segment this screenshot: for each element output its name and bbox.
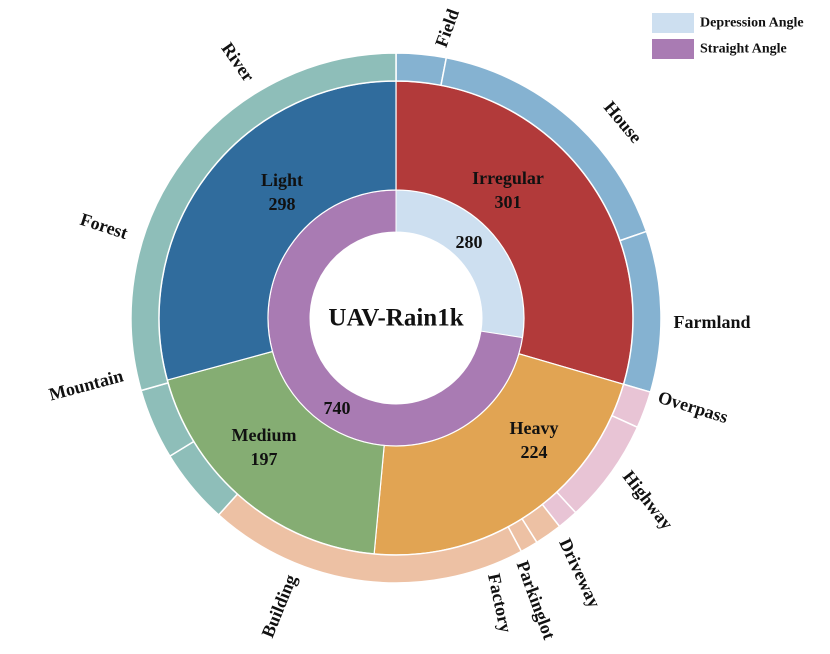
- outer-label-factory: Factory: [484, 572, 516, 635]
- middle-value-heavy: 224: [521, 442, 548, 462]
- legend-swatch-straight-angle: [652, 39, 694, 59]
- outer-label-highway: Highway: [619, 467, 677, 534]
- outer-label-field: Field: [431, 6, 463, 49]
- inner-label-straight-angle: 740: [324, 398, 351, 418]
- middle-value-irregular: 301: [495, 192, 522, 212]
- middle-value-medium: 197: [251, 449, 278, 469]
- outer-label-forest: Forest: [78, 209, 130, 243]
- middle-label-light: Light: [261, 170, 303, 190]
- outer-label-farmland: Farmland: [673, 312, 750, 332]
- center-label: UAV-Rain1k: [328, 305, 463, 332]
- outer-label-river: River: [217, 39, 258, 86]
- outer-label-building: Building: [257, 572, 300, 641]
- legend-label-depression-angle: Depression Angle: [700, 16, 804, 31]
- outer-label-mountain: Mountain: [47, 366, 126, 405]
- middle-value-light: 298: [269, 194, 296, 214]
- legend-swatch-depression-angle: [652, 13, 694, 33]
- outer-slice-field: [395, 52, 448, 87]
- middle-label-medium: Medium: [232, 425, 297, 445]
- middle-label-irregular: Irregular: [472, 168, 544, 188]
- inner-label-depression-angle: 280: [456, 232, 483, 252]
- legend-label-straight-angle: Straight Angle: [700, 42, 787, 57]
- chart-rings: [130, 52, 662, 584]
- outer-label-parkinglot: Parkinglot: [513, 558, 560, 642]
- outer-label-overpass: Overpass: [656, 387, 731, 427]
- outer-label-house: House: [600, 97, 646, 147]
- middle-label-heavy: Heavy: [510, 418, 559, 438]
- outer-label-driveway: Driveway: [555, 535, 604, 611]
- outer-slice-river: [130, 52, 397, 392]
